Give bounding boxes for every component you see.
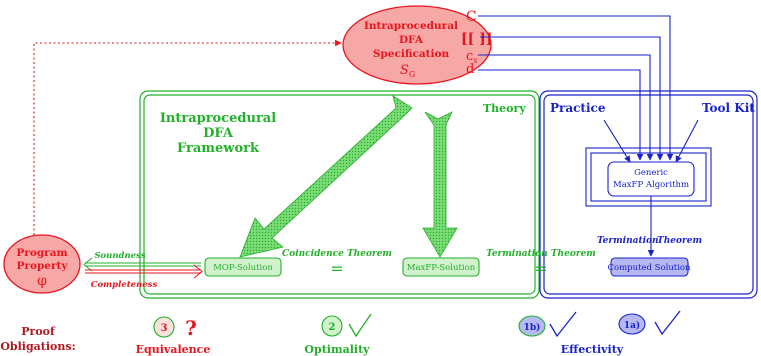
obligation-1b-number: 1b) xyxy=(524,322,541,333)
obligation-2-circle xyxy=(321,315,343,337)
practice-termination-right: Theorem xyxy=(657,236,702,246)
coincidence-theorem-label: Coincidence Theorem xyxy=(282,249,392,259)
obligation-1a-check-icon xyxy=(654,310,681,336)
completeness-label: Completeness xyxy=(91,280,158,290)
obligation-3-circle xyxy=(153,316,175,338)
spec-sg: SG xyxy=(400,63,415,79)
spec-to-algorithm-lines xyxy=(478,15,674,161)
spec-title-line2: DFA xyxy=(399,34,424,46)
equivalence-label: Equivalence xyxy=(136,343,211,356)
obligation-3-question-icon: ? xyxy=(185,316,197,340)
spec-title-line1: Intraprocedural xyxy=(364,20,458,32)
mop-solution-label: MOP-Solution xyxy=(213,263,273,273)
practice-label: Practice xyxy=(550,101,606,115)
practice-frame xyxy=(539,90,758,299)
framework-line2: DFA xyxy=(203,126,234,141)
framework-line1: Intraprocedural xyxy=(160,111,276,126)
toolkit-label: Tool Kit xyxy=(702,101,755,115)
soundness-arrow xyxy=(83,257,201,272)
obligation-3-number: 3 xyxy=(161,323,168,334)
program-property-ellipse xyxy=(3,234,81,294)
obligation-1a-number: 1a) xyxy=(624,320,640,331)
program-phi: φ xyxy=(37,273,47,289)
program-line1: Program xyxy=(16,247,67,259)
obligation-1b-circle xyxy=(518,315,546,337)
obligation-2-number: 2 xyxy=(329,322,336,333)
coincidence-equals: = xyxy=(330,259,343,278)
spec-symbol-c: C xyxy=(466,9,477,25)
effectivity-label: Effectivity xyxy=(561,343,624,356)
specification-ellipse xyxy=(342,5,492,85)
computed-solution-label: Computed Solution xyxy=(607,263,691,273)
generic-algorithm-box xyxy=(585,147,712,207)
maxfp-solution-box xyxy=(402,257,480,277)
proof-label-line2: Obligations: xyxy=(0,340,75,353)
framework-to-mop-arrow xyxy=(239,95,413,258)
completeness-arrow xyxy=(85,264,203,279)
soundness-label: Soundness xyxy=(94,251,145,261)
mop-solution-box xyxy=(204,257,282,277)
maxfp-solution-label: MaxFP-Solution xyxy=(407,263,476,273)
practice-to-algorithm-lines xyxy=(603,119,699,163)
optimality-label: Optimality xyxy=(304,343,370,356)
termination-theorem-label: Termination Theorem xyxy=(486,249,596,259)
proof-label-line1: Proof xyxy=(21,325,56,338)
spec-symbol-cs: cs xyxy=(466,49,477,65)
theory-label: Theory xyxy=(483,102,526,115)
program-line2: Property xyxy=(17,260,69,272)
framework-line3: Framework xyxy=(177,141,260,156)
spec-symbol-d: d xyxy=(466,62,474,77)
spec-title-line3: Specification xyxy=(373,48,450,60)
algorithm-line2: MaxFP Algorithm xyxy=(613,180,689,190)
obligation-2-check-icon xyxy=(348,313,372,338)
framework-to-maxfp-arrow xyxy=(422,111,458,258)
obligation-1a-circle xyxy=(618,313,646,335)
spec-symbol-brackets: [[ ]] xyxy=(461,31,492,47)
obligation-1b-check-icon xyxy=(549,311,577,338)
practice-termination-left: Termination xyxy=(597,236,659,246)
termination-equals: = xyxy=(534,259,547,278)
algorithm-line1: Generic xyxy=(634,168,668,178)
program-to-spec-link xyxy=(33,39,342,235)
computed-solution-box xyxy=(610,257,689,277)
theory-frame xyxy=(139,90,540,299)
